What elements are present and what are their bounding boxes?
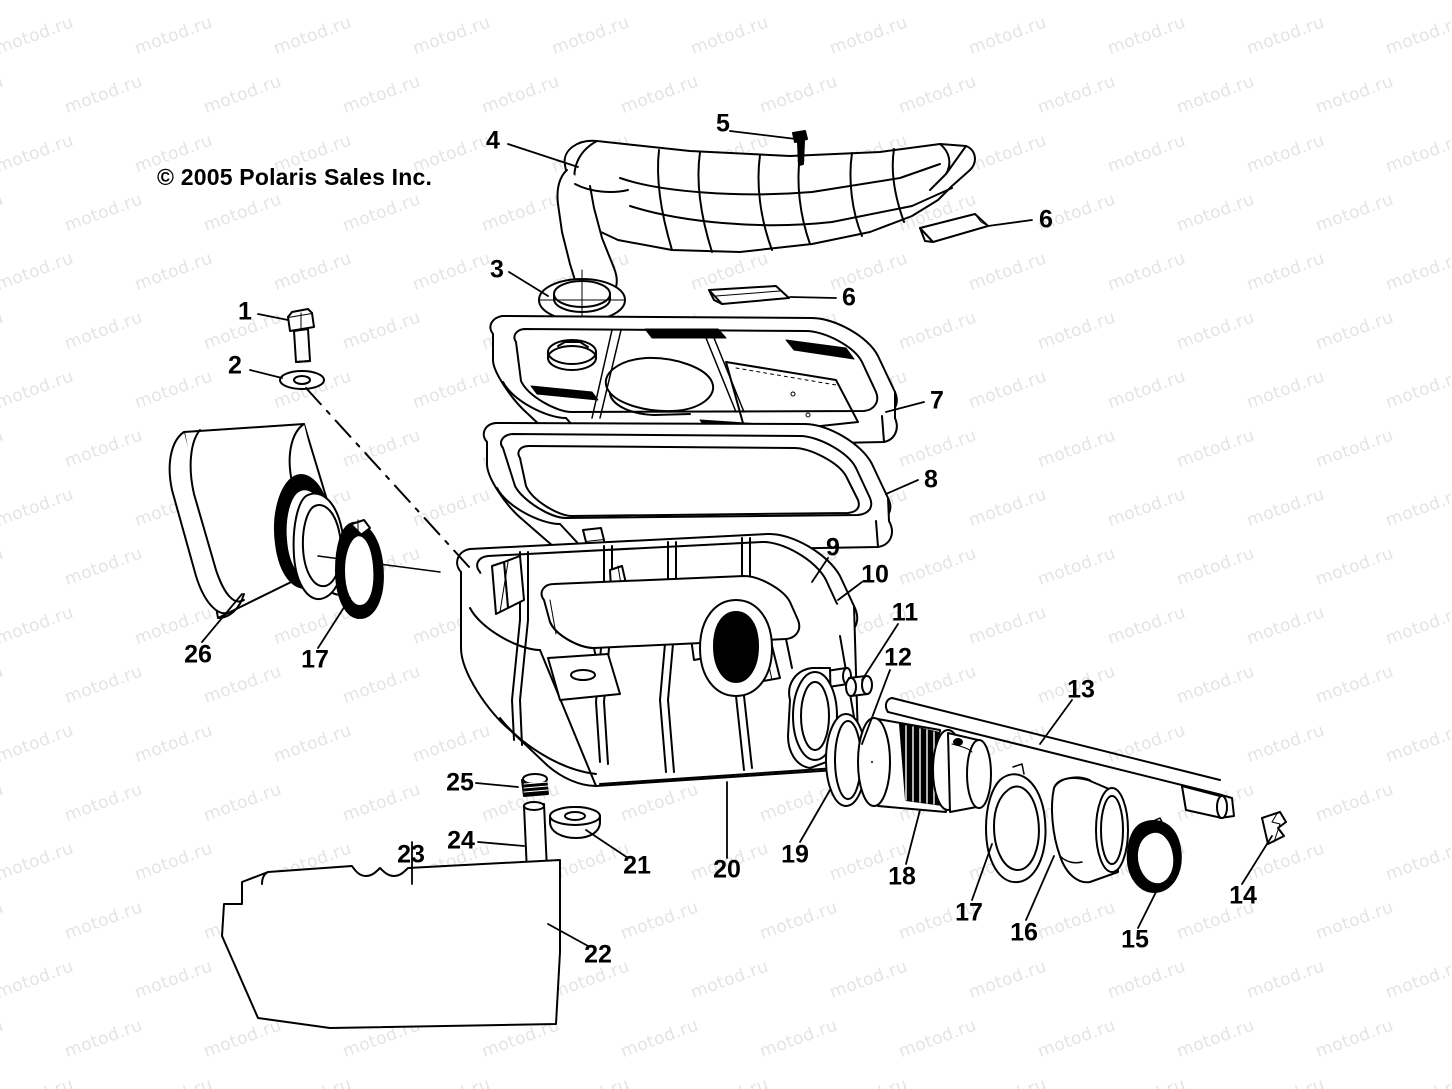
callout-intake-duct-snorkel: 4 bbox=[486, 126, 500, 155]
callout-breather-grommet: 3 bbox=[490, 255, 504, 284]
callout-hose-clamp: 12 bbox=[884, 643, 912, 672]
leader-lines bbox=[201, 130, 1273, 947]
part-air-filter-element bbox=[168, 423, 441, 619]
part-cover-seal-gasket bbox=[482, 422, 893, 556]
callout-air-box-baffle-panel: 23 bbox=[397, 840, 425, 869]
copyright-notice: © 2005 Polaris Sales Inc. bbox=[157, 164, 433, 190]
callout-air-box-housing: 20 bbox=[713, 855, 741, 884]
callout-air-inlet-sleeve: 18 bbox=[888, 862, 916, 891]
callout-o-ring-seal: 19 bbox=[781, 840, 809, 869]
callout-drain-tube: 24 bbox=[447, 826, 475, 855]
part-intake-boot bbox=[1051, 776, 1129, 884]
part-air-box-cover bbox=[489, 315, 898, 452]
part-hose-end-clip bbox=[1261, 811, 1287, 845]
callout-hose-clamp: 17 bbox=[955, 898, 983, 927]
part-retaining-ring bbox=[1126, 817, 1182, 893]
callout-spacer-bushing: 11 bbox=[891, 598, 919, 627]
part-self-tapping-screw bbox=[792, 130, 808, 166]
part-air-box-housing bbox=[456, 532, 859, 787]
callout-foam-pad: 6 bbox=[1039, 205, 1053, 234]
callout-hose-end-clip: 14 bbox=[1229, 881, 1257, 910]
part-air-inlet-sleeve bbox=[857, 717, 992, 813]
part-foam-pad-upper bbox=[919, 213, 989, 243]
callout-vent-hose: 13 bbox=[1067, 675, 1095, 704]
part-drain-tube-cap bbox=[521, 773, 549, 797]
part-spacer-bushing bbox=[845, 675, 873, 697]
callout-intake-boot: 16 bbox=[1010, 918, 1038, 947]
part-flange-bolt bbox=[287, 308, 315, 363]
part-foam-pad-lower bbox=[708, 285, 790, 305]
callout-air-box-rim: 10 bbox=[861, 560, 889, 589]
callout-flange-bolt: 1 bbox=[238, 297, 252, 326]
part-hose-clamp-left bbox=[335, 519, 384, 619]
callout-drain-tube-cap: 25 bbox=[446, 768, 474, 797]
callout-retaining-ring: 15 bbox=[1121, 925, 1149, 954]
part-intake-duct-snorkel bbox=[556, 139, 976, 306]
callout-cover-seal-gasket: 8 bbox=[924, 465, 938, 494]
callout-air-filter-element: 26 bbox=[184, 640, 212, 669]
part-hose-clamp-right bbox=[985, 763, 1047, 884]
part-air-box-baffle-panel bbox=[221, 859, 561, 1029]
callout-hose-clamp: 17 bbox=[301, 645, 329, 674]
callout-self-tapping-screw: 5 bbox=[716, 109, 730, 138]
callout-flat-washer: 2 bbox=[228, 351, 242, 380]
callout-latch-clip: 9 bbox=[826, 533, 840, 562]
callout-foam-pad: 6 bbox=[842, 283, 856, 312]
callout-air-box-cover: 7 bbox=[930, 386, 944, 415]
part-flat-washer bbox=[279, 370, 325, 390]
part-vent-hose bbox=[884, 697, 1235, 819]
callout-rubber-washer: 21 bbox=[623, 851, 651, 880]
assembly-centerline bbox=[305, 387, 471, 569]
callout-drain-screw: 22 bbox=[584, 940, 612, 969]
part-breather-grommet bbox=[538, 269, 626, 322]
